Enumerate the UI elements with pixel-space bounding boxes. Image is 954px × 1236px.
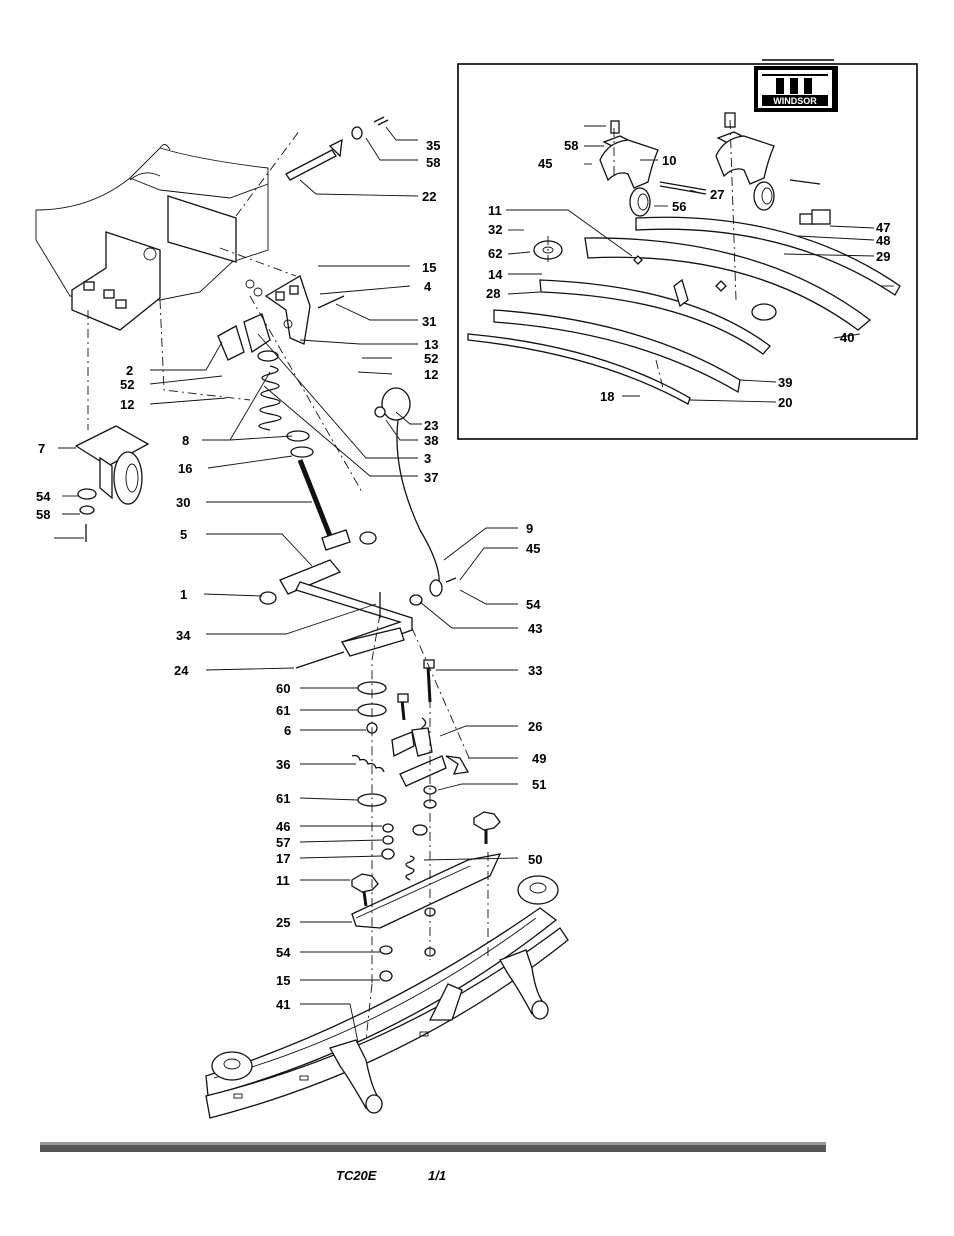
callout-31: 31 — [422, 314, 436, 329]
inset-callout-28: 28 — [486, 286, 500, 301]
callout-52-left: 52 — [120, 377, 134, 392]
callout-17: 17 — [276, 851, 290, 866]
callout-49: 49 — [532, 751, 546, 766]
inset-leader-lines — [506, 125, 894, 403]
callout-25: 25 — [276, 915, 290, 930]
callout-11: 11 — [276, 873, 290, 888]
machine-frame — [35, 144, 269, 331]
callout-51: 51 — [532, 777, 546, 792]
squeegee-assembly-41 — [205, 875, 569, 1119]
callout-43: 43 — [528, 621, 542, 636]
rod-22 — [285, 116, 389, 181]
inset-callout-58: 58 — [564, 138, 578, 153]
callout-24: 24 — [174, 663, 189, 678]
inset-callout-20: 20 — [778, 395, 792, 410]
callout-61-lower: 61 — [276, 791, 290, 806]
callout-1: 1 — [180, 587, 187, 602]
callout-8: 8 — [182, 433, 189, 448]
logo-brand-text: WINDSOR — [773, 96, 817, 106]
callout-26: 26 — [528, 719, 542, 734]
callout-58-caster: 58 — [36, 507, 50, 522]
leader-lines — [54, 126, 519, 1043]
callout-33: 33 — [528, 663, 542, 678]
inset-callout-14: 14 — [488, 267, 503, 282]
inset-callout-40: 40 — [840, 330, 854, 345]
callout-57: 57 — [276, 835, 290, 850]
callout-12: 12 — [424, 367, 438, 382]
callout-labels: 35 58 22 15 4 31 13 52 12 2 52 12 23 38 … — [36, 138, 890, 1012]
inset-callout-56: 56 — [672, 199, 686, 214]
inset-callout-48: 48 — [876, 233, 890, 248]
callout-16: 16 — [178, 461, 192, 476]
footer-model: TC20E — [336, 1168, 377, 1183]
callout-61: 61 — [276, 703, 290, 718]
hardware-stack — [351, 659, 502, 982]
callout-46: 46 — [276, 819, 290, 834]
callout-35: 35 — [426, 138, 440, 153]
callout-30: 30 — [176, 495, 190, 510]
callout-22: 22 — [422, 189, 436, 204]
callout-3: 3 — [424, 451, 431, 466]
callout-5: 5 — [180, 527, 187, 542]
inset-callout-11: 11 — [488, 203, 502, 218]
footer-page: 1/1 — [428, 1168, 446, 1183]
callout-60: 60 — [276, 681, 290, 696]
callout-58: 58 — [426, 155, 440, 170]
callout-7: 7 — [38, 441, 45, 456]
spring-assembly — [257, 350, 377, 551]
centerlines — [87, 119, 737, 1041]
callout-4: 4 — [424, 279, 432, 294]
inset-callout-47: 47 — [876, 220, 890, 235]
callout-13: 13 — [424, 337, 438, 352]
inset-callout-18: 18 — [600, 389, 614, 404]
callout-54: 54 — [526, 597, 541, 612]
windsor-logo: WINDSOR — [754, 59, 838, 112]
cable-23 — [374, 387, 457, 597]
inset-callout-32: 32 — [488, 222, 502, 237]
inset-callout-62: 62 — [488, 246, 502, 261]
inset-bracket-left — [599, 120, 707, 217]
caster-wheel-7 — [74, 425, 150, 542]
inset-callout-27: 27 — [710, 187, 724, 202]
callout-2: 2 — [126, 363, 133, 378]
inset-blades — [467, 209, 901, 405]
mount-bracket — [217, 275, 345, 361]
callout-54-caster: 54 — [36, 489, 51, 504]
callout-6: 6 — [284, 723, 291, 738]
pivot-arm-5 — [259, 559, 423, 669]
callout-15-lower: 15 — [276, 973, 290, 988]
callout-54-lower: 54 — [276, 945, 291, 960]
footer-bar — [40, 1142, 826, 1152]
callout-15: 15 — [422, 260, 436, 275]
callout-36: 36 — [276, 757, 290, 772]
callout-38: 38 — [424, 433, 438, 448]
callout-12-left: 12 — [120, 397, 134, 412]
callout-50: 50 — [528, 852, 542, 867]
inset-callout-45: 45 — [538, 156, 552, 171]
inset-callout-10: 10 — [662, 153, 676, 168]
callout-45: 45 — [526, 541, 540, 556]
callout-34: 34 — [176, 628, 191, 643]
callout-41: 41 — [276, 997, 290, 1012]
callout-9: 9 — [526, 521, 533, 536]
inset-callout-29: 29 — [876, 249, 890, 264]
callout-23: 23 — [424, 418, 438, 433]
footer: TC20E 1/1 — [40, 1142, 826, 1183]
inset-detail-box: WINDSOR — [457, 59, 918, 440]
callout-52: 52 — [424, 351, 438, 366]
callout-37: 37 — [424, 470, 438, 485]
inset-callout-39: 39 — [778, 375, 792, 390]
